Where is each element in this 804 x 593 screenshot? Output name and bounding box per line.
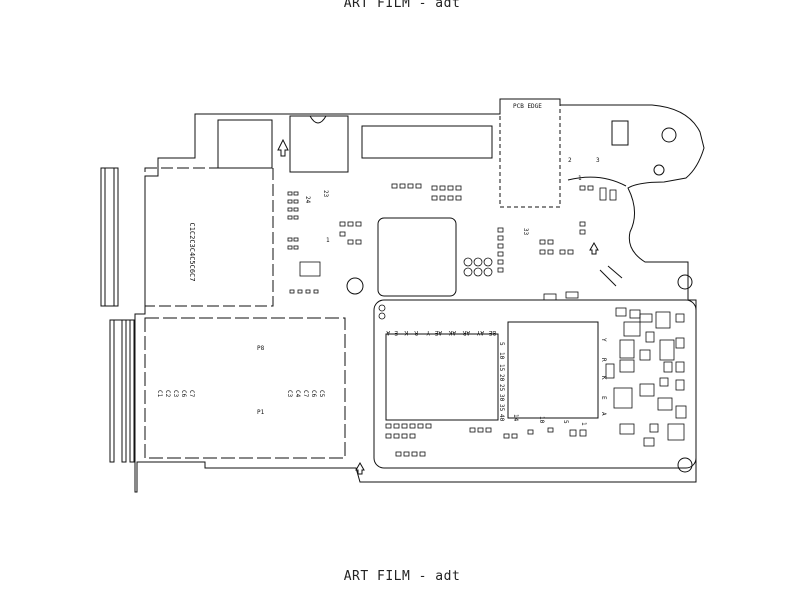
- pcb-edge-label: PCB EDGE: [513, 103, 542, 110]
- pin-letter: E: [600, 396, 607, 400]
- left-dashed-region: [144, 167, 274, 307]
- pin-number: 10: [538, 416, 545, 424]
- cap-labels-right-group: C3 C4 C7 C6 C5: [286, 390, 325, 398]
- top-connector-long: [361, 125, 493, 159]
- arrow-marker: [589, 241, 599, 255]
- qfp-right-pin-numbers: 14 10 5 1: [512, 414, 587, 426]
- mount-hole: [653, 164, 665, 176]
- pin-letter: AR: [462, 329, 470, 336]
- cap-label: C1: [156, 390, 163, 398]
- pin-number: 5: [562, 420, 569, 424]
- pin-letter: BE: [488, 329, 496, 336]
- pin-letter: A: [600, 412, 607, 416]
- mount-hole: [346, 277, 364, 295]
- cap-label: C3: [172, 390, 179, 398]
- connector-number: 1: [326, 237, 330, 244]
- arrow-marker: [355, 461, 365, 475]
- mount-hole: [661, 127, 677, 143]
- qfp-right-pin-letters: Y R K E A: [600, 338, 607, 416]
- board-outline: [134, 98, 705, 493]
- pin-number: 35: [498, 404, 505, 412]
- connector-number: 3: [596, 157, 600, 164]
- left-fin-stack-bottom: [109, 319, 135, 463]
- left-lower-dashed-region: [144, 317, 346, 459]
- qfp-left-pin-numbers: 5 10 15 20 25 30 35 40: [498, 342, 505, 422]
- shield-frame: [373, 299, 697, 469]
- page-title: ART FILM - adt: [343, 0, 461, 11]
- cap-label: C5: [318, 390, 325, 398]
- pin-letter: R: [414, 329, 418, 336]
- pin-number: 30: [498, 394, 505, 402]
- pin-letter: K: [600, 376, 607, 380]
- connector-number: 1: [578, 175, 582, 182]
- cap-label: C4: [294, 390, 301, 398]
- pin-number: 14: [512, 414, 519, 422]
- pin-number: 10: [498, 352, 505, 360]
- qfp-left-pin-letters: A E K R Y AE AK AR AY BE: [386, 329, 496, 336]
- battery-holder: [217, 119, 273, 169]
- pin-letter: R: [600, 358, 607, 362]
- smd-pads: [287, 183, 687, 457]
- pin-letter: AK: [448, 329, 456, 336]
- pin-number: 1: [580, 422, 587, 426]
- switch: [611, 120, 629, 146]
- pin-number: 40: [498, 414, 505, 422]
- pin-letter: AY: [476, 329, 484, 336]
- footer-title: ART FILM - adt: [343, 569, 461, 584]
- cap-label: C7: [188, 390, 195, 398]
- connector-number: 33: [522, 228, 529, 236]
- mount-hole: [677, 457, 693, 473]
- cap-label: C2: [164, 390, 171, 398]
- cap-label: C6: [310, 390, 317, 398]
- cap-label: C7: [302, 390, 309, 398]
- pin-letter: E: [394, 329, 398, 336]
- pin-number: 20: [498, 374, 505, 382]
- test-points: [378, 257, 493, 320]
- cap-label: C6: [180, 390, 187, 398]
- cap-labels-left-group: C1 C2 C3 C6 C7: [156, 390, 195, 398]
- pin-letter: AE: [434, 329, 442, 336]
- arrow-marker: [277, 138, 289, 157]
- pin-number: 25: [498, 384, 505, 392]
- center-chip: [377, 217, 457, 297]
- pin-letter: K: [404, 329, 408, 336]
- qfp-left: [385, 333, 499, 421]
- pin-number: 5: [498, 342, 505, 346]
- pin-letter: Y: [426, 329, 430, 336]
- mid-label: P1: [257, 409, 265, 416]
- cap-label: C3: [286, 390, 293, 398]
- cap-column-vertical: C1C2C3C4C5C6C7: [188, 222, 196, 281]
- connector-number: 24: [304, 196, 311, 204]
- mid-label: P8: [257, 345, 265, 352]
- connector-number: 2: [568, 157, 572, 164]
- qfp-right: [507, 321, 599, 419]
- top-socket: [289, 115, 349, 173]
- pin-letter: Y: [600, 338, 607, 342]
- pcb-edge-box: [499, 98, 561, 208]
- pin-number: 15: [498, 364, 505, 372]
- mount-hole: [677, 274, 693, 290]
- pin-letter: A: [386, 329, 390, 336]
- connector-number: 23: [322, 190, 329, 198]
- left-fin-stack-top: [100, 167, 119, 307]
